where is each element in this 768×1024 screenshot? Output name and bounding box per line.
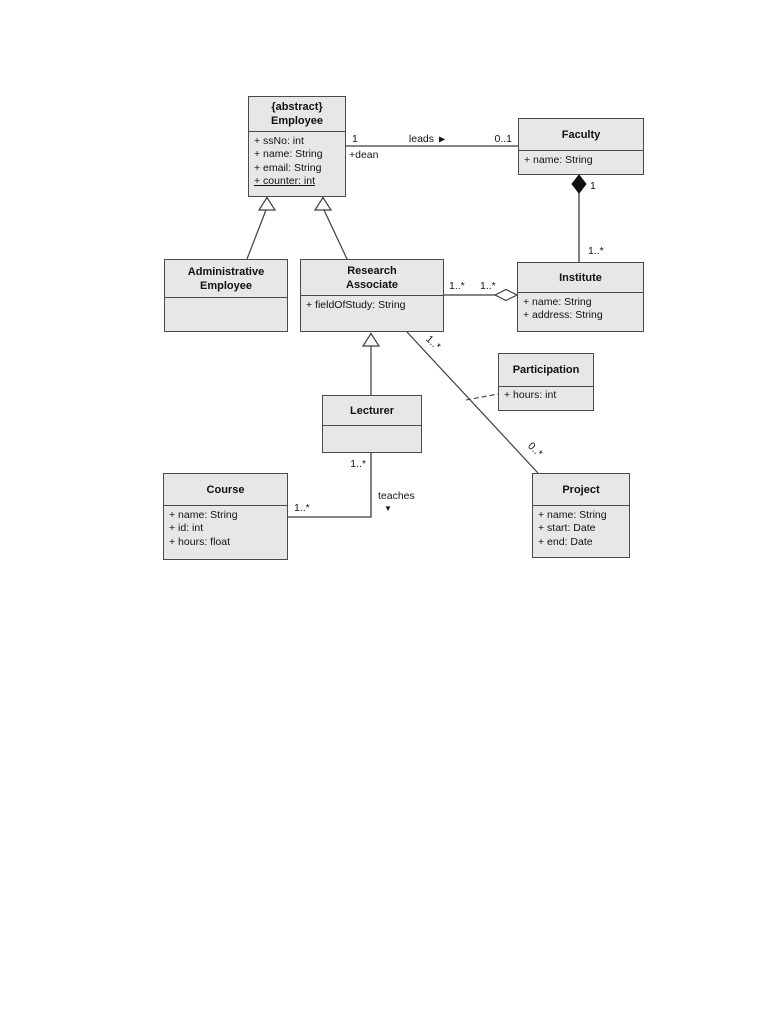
class-institute: Institute + name: String + address: Stri… <box>517 262 644 332</box>
class-administrative-employee-attributes <box>165 298 287 331</box>
leads-direction-icon: ▶ <box>439 135 446 144</box>
generalization-arrow-icon <box>313 196 333 211</box>
attribute: + end: Date <box>538 535 593 548</box>
class-lecturer-attributes <box>323 426 421 452</box>
attribute: + id: int <box>169 522 204 535</box>
teaches-direction-icon: ▼ <box>384 504 392 513</box>
class-lecturer-title: Lecturer <box>323 396 421 426</box>
attribute: + name: String <box>254 148 323 161</box>
class-lecturer: Lecturer <box>322 395 422 453</box>
class-faculty-attributes: + name: String <box>519 151 643 174</box>
generalization-arrow-icon <box>257 196 277 211</box>
aggregation-diamond-icon <box>493 288 519 302</box>
class-course-name: Course <box>206 483 245 496</box>
multiplicity-lecturer-teaches: 1..* <box>350 458 366 470</box>
class-course-title: Course <box>164 474 287 506</box>
class-employee-stereotype: {abstract} <box>271 100 323 113</box>
class-participation-name: Participation <box>512 364 580 376</box>
class-employee: {abstract} Employee + ssNo: int + name: … <box>248 96 346 197</box>
class-administrative-employee-name: Administrative Employee <box>187 265 265 292</box>
class-research-associate-title: Research Associate <box>301 260 443 296</box>
multiplicity-ra-institute: 1..* <box>449 280 465 292</box>
attribute: + name: String <box>523 296 592 308</box>
generalization-arrow-icon <box>361 332 381 347</box>
multiplicity-project: 0..* <box>525 440 545 460</box>
class-participation-title: Participation <box>499 354 593 387</box>
class-research-associate-attributes: + fieldOfStudy: String <box>301 296 443 331</box>
role-dean: +dean <box>349 149 379 161</box>
multiplicity-faculty-composition: 1 <box>590 180 596 192</box>
class-faculty: Faculty + name: String <box>518 118 644 175</box>
generalization-researchassociate-line <box>323 209 348 260</box>
class-research-associate-name: Research Associate <box>346 264 398 291</box>
attribute: + ssNo: int <box>254 135 304 147</box>
attribute: + fieldOfStudy: String <box>306 299 406 311</box>
class-institute-title: Institute <box>518 263 643 293</box>
attribute: + address: String <box>523 309 603 322</box>
class-project-title: Project <box>533 474 629 506</box>
class-faculty-name: Faculty <box>561 128 601 141</box>
attribute-static: + counter: int <box>254 175 315 188</box>
class-project-attributes: + name: String + start: Date + end: Date <box>533 506 629 557</box>
multiplicity-ra-project: 1..* <box>423 333 443 353</box>
class-employee-attributes: + ssNo: int + name: String + email: Stri… <box>249 132 345 196</box>
attribute: + name: String <box>524 154 593 166</box>
class-participation-attributes: + hours: int <box>499 387 593 410</box>
class-employee-title: {abstract} Employee <box>249 97 345 132</box>
multiplicity-institute-composition: 1..* <box>588 245 604 257</box>
composition-diamond-icon <box>571 174 587 194</box>
attribute: + name: String <box>169 509 238 521</box>
multiplicity-institute-aggregation: 1..* <box>480 280 496 292</box>
multiplicity-dean: 1 <box>352 133 358 145</box>
class-course: Course + name: String + id: int + hours:… <box>163 473 288 560</box>
attribute: + start: Date <box>538 522 596 535</box>
multiplicity-course-teaches: 1..* <box>294 502 310 514</box>
attribute: + name: String <box>538 509 607 521</box>
class-project: Project + name: String + start: Date + e… <box>532 473 630 558</box>
association-teaches-line <box>288 453 372 518</box>
multiplicity-faculty-leads: 0..1 <box>494 133 512 145</box>
attribute: + email: String <box>254 161 322 174</box>
attribute: + hours: float <box>169 535 230 548</box>
attribute: + hours: int <box>504 389 557 401</box>
class-administrative-employee-title: Administrative Employee <box>165 260 287 298</box>
class-institute-name: Institute <box>559 271 602 284</box>
class-research-associate: Research Associate + fieldOfStudy: Strin… <box>300 259 444 332</box>
association-label-leads: leads <box>409 133 434 145</box>
class-faculty-title: Faculty <box>519 119 643 151</box>
class-lecturer-name: Lecturer <box>349 404 395 417</box>
association-label-teaches: teaches <box>378 490 415 502</box>
class-project-name: Project <box>562 483 600 496</box>
generalization-adminemployee-line <box>246 209 267 260</box>
class-employee-name: Employee <box>271 115 323 127</box>
class-course-attributes: + name: String + id: int + hours: float <box>164 506 287 559</box>
class-administrative-employee: Administrative Employee <box>164 259 288 332</box>
class-institute-attributes: + name: String + address: String <box>518 293 643 331</box>
associationclass-participation-dashed-line <box>465 393 499 401</box>
class-participation: Participation + hours: int <box>498 353 594 411</box>
